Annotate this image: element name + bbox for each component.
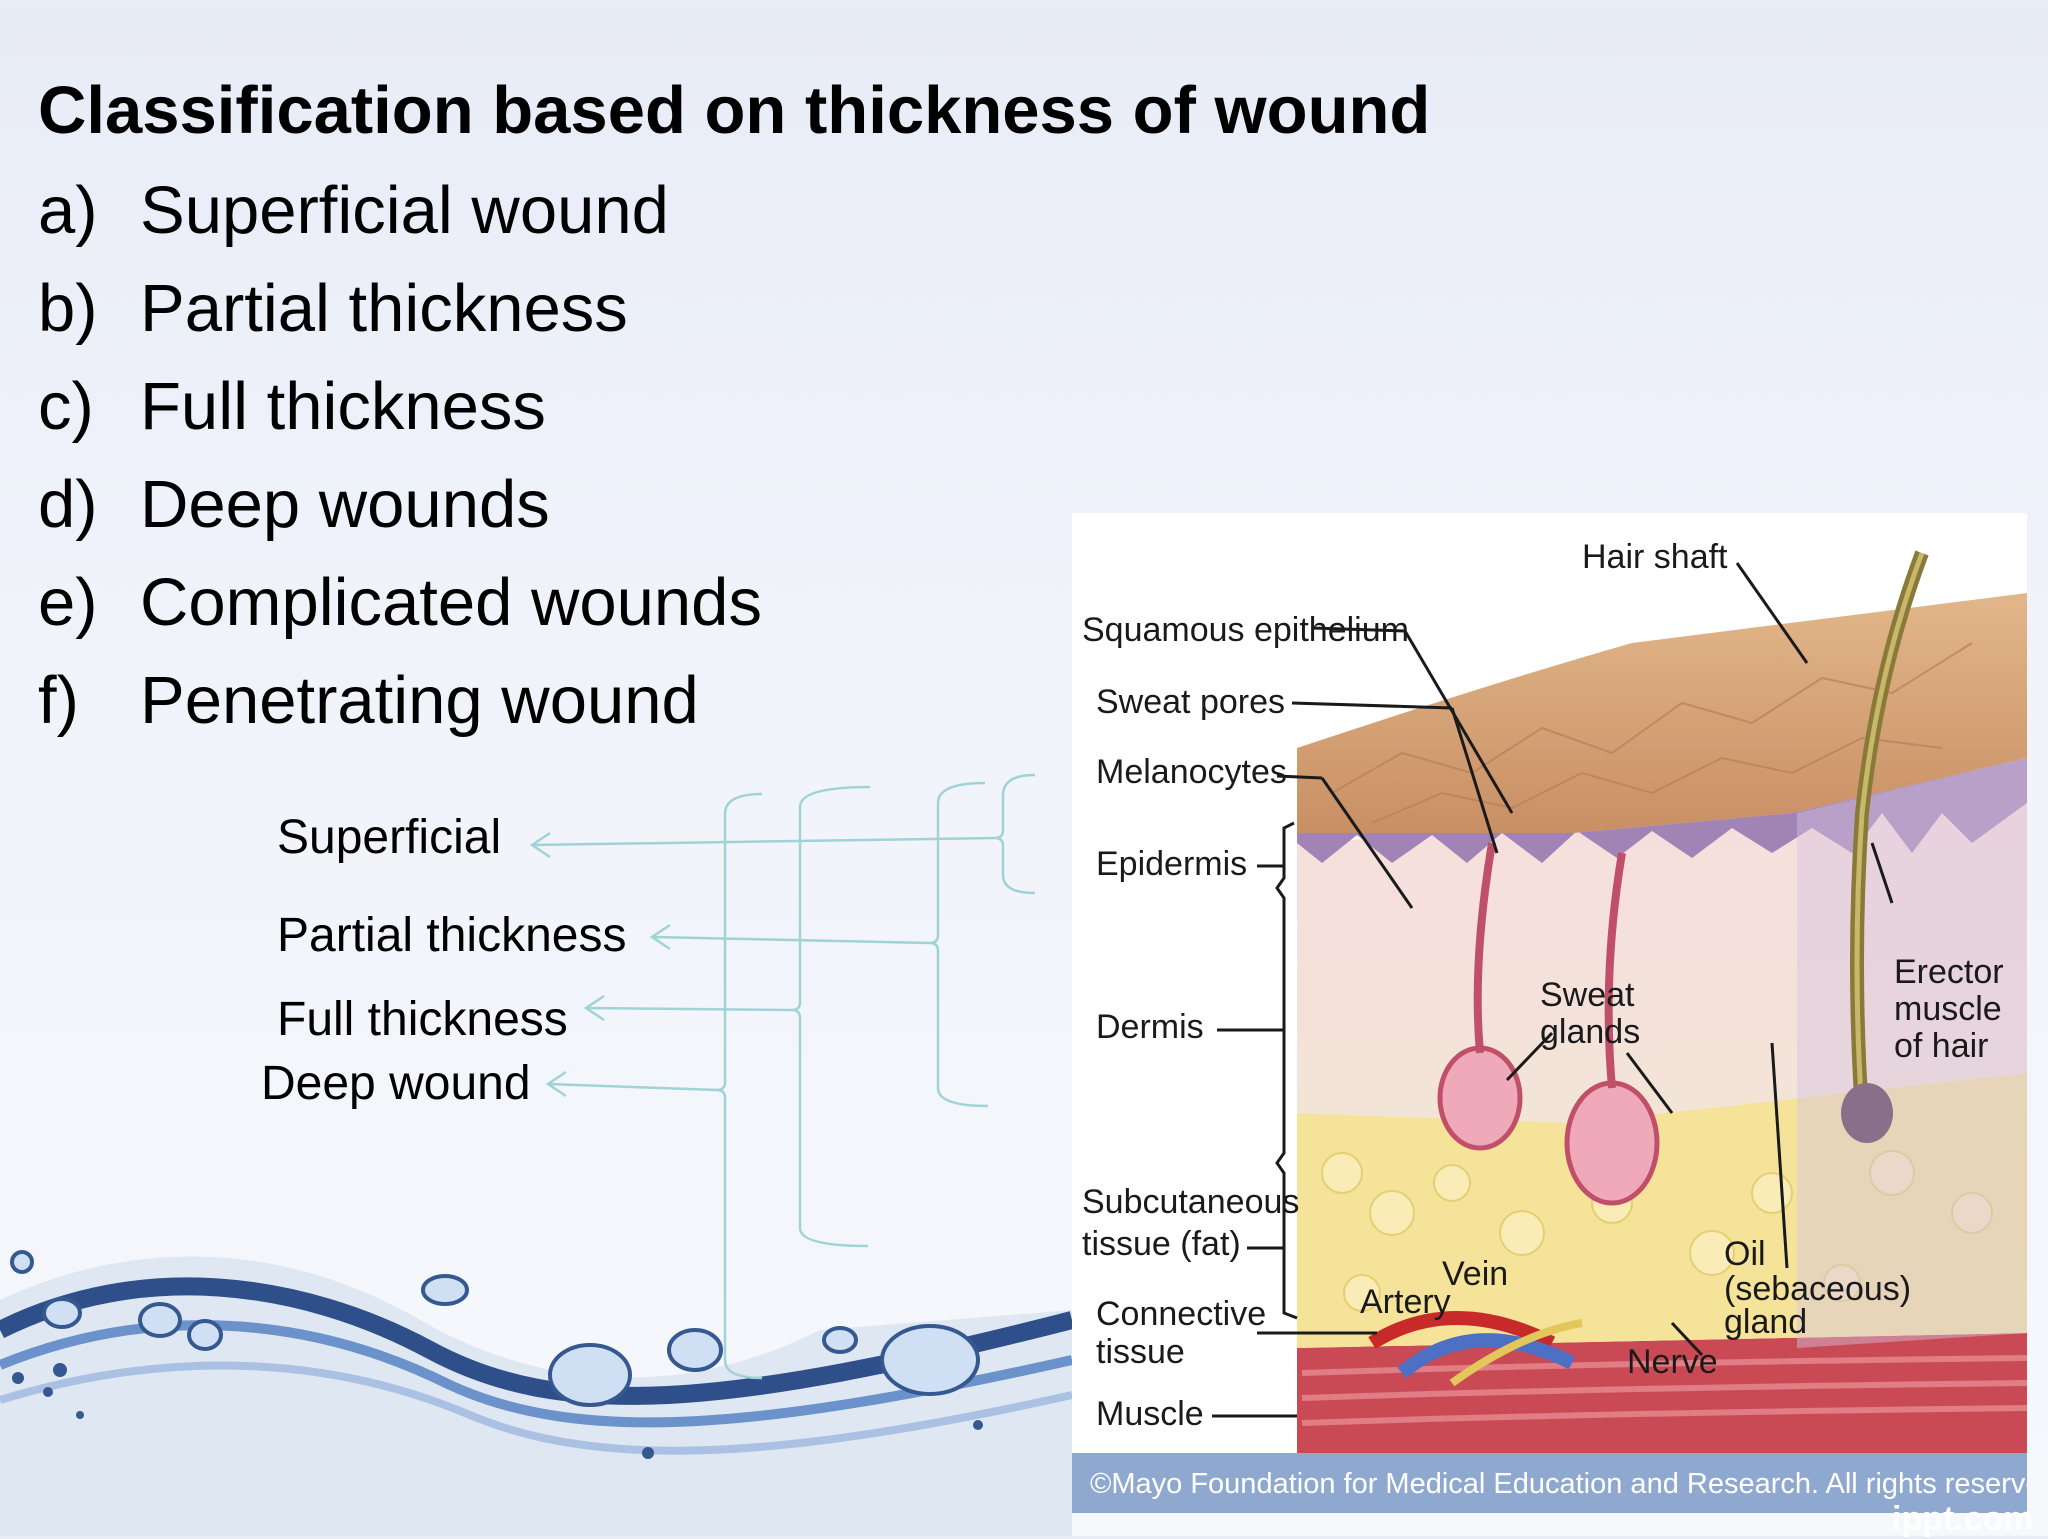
label-artery: Artery — [1360, 1283, 1451, 1321]
list-marker: e) — [38, 565, 98, 640]
arrow-deep — [547, 1082, 718, 1092]
list-text: Complicated wounds — [140, 565, 762, 640]
list-item: a) Superficial wound — [38, 172, 669, 249]
epidermis-layer — [1297, 758, 2027, 863]
label-oil: Oil — [1724, 1235, 1766, 1273]
list-item: f) Penetrating wound — [38, 662, 699, 739]
bracket-superficial — [994, 773, 1036, 895]
list-marker: a) — [38, 173, 98, 248]
bracket-deep — [716, 792, 763, 1380]
list-item: e) Complicated wounds — [38, 564, 762, 641]
label-subcutaneous-fat: tissue (fat) — [1082, 1225, 1241, 1263]
footer-logo: ippt.com — [1892, 1500, 2034, 1538]
arrowhead-full — [583, 994, 605, 1022]
label-subcutaneous: Subcutaneous — [1082, 1183, 1299, 1221]
label-erector-muscle: muscle — [1894, 990, 2002, 1028]
list-text: Full thickness — [140, 369, 546, 444]
label-full-thickness: Full thickness — [277, 993, 568, 1046]
slide-title: Classification based on thickness of wou… — [38, 73, 1431, 148]
label-erector: Erector — [1894, 953, 2004, 991]
arrowhead-superficial — [529, 831, 551, 859]
arrow-full — [585, 1006, 793, 1012]
label-muscle: Muscle — [1096, 1395, 1204, 1433]
bracket-full — [791, 785, 871, 1248]
copyright-text: ©Mayo Foundation for Medical Education a… — [1090, 1468, 2027, 1500]
label-gland: gland — [1724, 1303, 1807, 1341]
vein — [1397, 1333, 1576, 1379]
label-hair-shaft: Hair shaft — [1582, 538, 1728, 576]
arrow-superficial — [531, 836, 996, 847]
label-epidermis: Epidermis — [1096, 845, 1247, 883]
label-connective-tissue: tissue — [1096, 1333, 1185, 1371]
hair-follicle — [1841, 1083, 1893, 1143]
copyright-bar — [1072, 1453, 2027, 1513]
arrowhead-deep — [545, 1070, 567, 1098]
arrow-partial — [651, 935, 931, 945]
list-text: Penetrating wound — [140, 663, 699, 738]
list-item: d) Deep wounds — [38, 466, 550, 543]
label-squamous-epithelium: Squamous epithelium — [1082, 611, 1409, 649]
label-sweat: Sweat — [1540, 976, 1635, 1014]
label-sebaceous: (sebaceous) — [1724, 1270, 1911, 1308]
list-marker: d) — [38, 467, 98, 542]
label-connective: Connective — [1096, 1295, 1266, 1333]
list-marker: b) — [38, 271, 98, 346]
list-text: Partial thickness — [140, 271, 628, 346]
label-superficial: Superficial — [277, 811, 502, 864]
label-partial-thickness: Partial thickness — [277, 909, 627, 962]
label-vein: Vein — [1442, 1255, 1508, 1293]
label-deep-wound: Deep wound — [261, 1057, 531, 1110]
label-nerve: Nerve — [1627, 1343, 1718, 1381]
skin-surface — [1297, 593, 2027, 833]
nerve — [1449, 1319, 1583, 1387]
list-marker: c) — [38, 369, 94, 444]
list-item: b) Partial thickness — [38, 270, 628, 347]
list-marker: f) — [38, 663, 79, 738]
arrowhead-partial — [649, 923, 671, 951]
label-glands: glands — [1540, 1013, 1640, 1051]
label-dermis: Dermis — [1096, 1008, 1204, 1046]
list-item: c) Full thickness — [38, 368, 546, 445]
label-of-hair: of hair — [1894, 1027, 1989, 1065]
label-melanocytes: Melanocytes — [1096, 753, 1287, 791]
skin-anatomy-diagram: Hair shaft Squamous epithelium Sweat por… — [1072, 513, 2027, 1513]
list-text: Deep wounds — [140, 467, 550, 542]
bracket-partial — [929, 781, 989, 1108]
artery — [1368, 1311, 1556, 1350]
label-sweat-pores: Sweat pores — [1096, 683, 1285, 721]
list-text: Superficial wound — [140, 173, 669, 248]
